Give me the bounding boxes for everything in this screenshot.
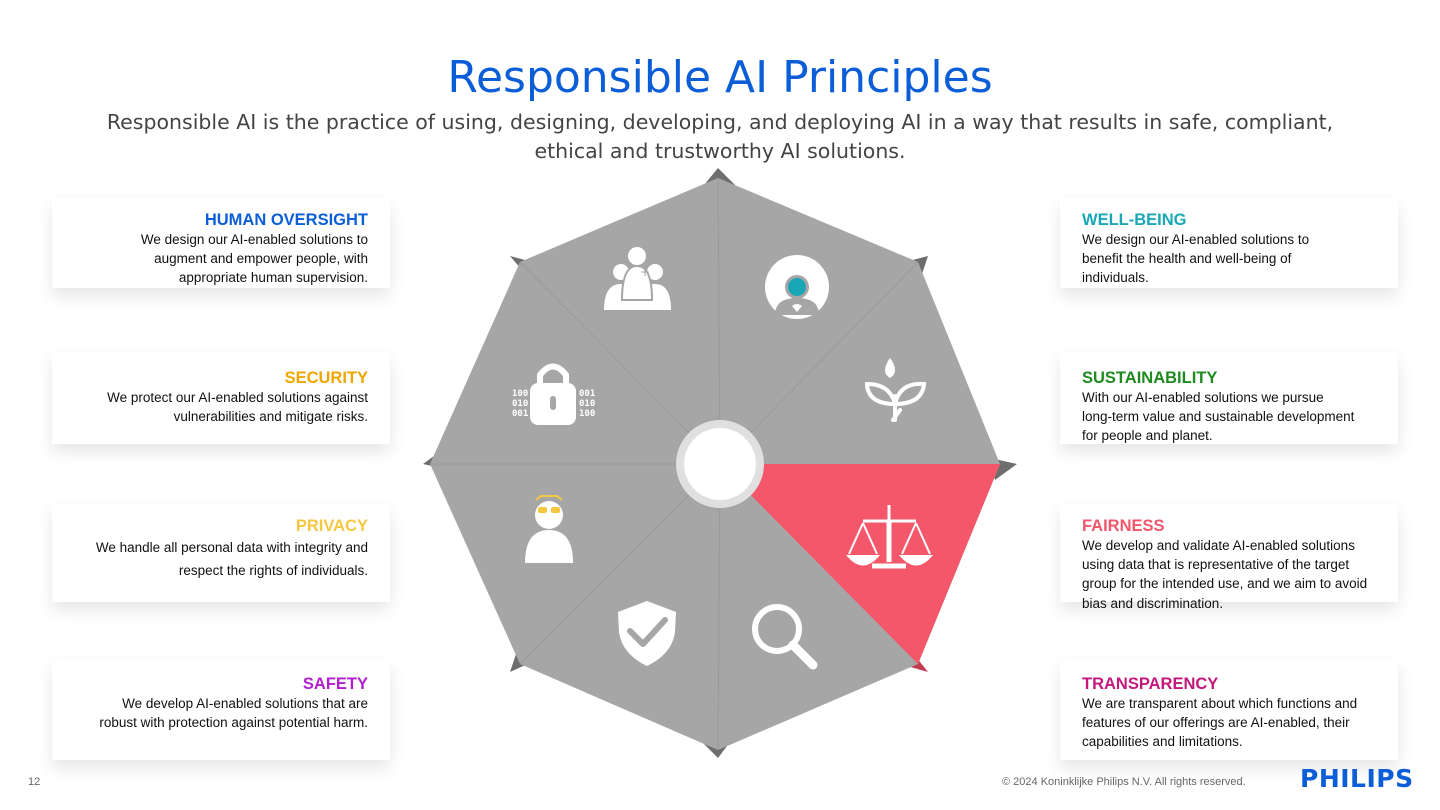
card-title: FAIRNESS: [1082, 517, 1165, 535]
sprout-icon: [864, 358, 927, 422]
card-text: We protect our AI-enabled solutions agai…: [107, 390, 368, 425]
page-title: Responsible AI Principles: [447, 52, 993, 103]
wellbeing-person-icon: [765, 255, 829, 319]
card-title: SAFETY: [302, 675, 368, 693]
card-human-oversight: HUMAN OVERSIGHT We design our AI-enabled…: [52, 198, 390, 288]
svg-text:001: 001: [512, 409, 528, 419]
svg-text:010: 010: [579, 399, 595, 409]
magnifier-icon: [752, 604, 818, 670]
card-title: HUMAN OVERSIGHT: [204, 211, 368, 229]
card-title: SECURITY: [284, 369, 368, 387]
svg-text:001: 001: [579, 389, 595, 399]
wheel-center-inner: [684, 428, 756, 500]
card-transparency: TRANSPARENCY We are transparent about wh…: [1060, 660, 1398, 760]
card-title: TRANSPARENCY: [1082, 675, 1219, 693]
card-text: We develop and validate AI-enabled solut…: [1082, 538, 1368, 611]
card-title: PRIVACY: [295, 517, 368, 535]
card-safety: SAFETY We develop AI-enabled solutions t…: [52, 660, 390, 760]
card-text: We design our AI-enabled solutions to be…: [1082, 232, 1310, 286]
svg-text:+: +: [640, 265, 650, 279]
svg-text:100: 100: [579, 409, 595, 419]
card-privacy: PRIVACY We handle all personal data with…: [52, 504, 390, 602]
incognito-person-icon: [525, 495, 573, 563]
page-subtitle: Responsible AI is the practice of using,…: [106, 110, 1334, 163]
svg-text:100: 100: [512, 389, 528, 399]
scales-icon: [846, 505, 933, 569]
padlock-binary-icon: 100 010 001 001 010 100: [512, 363, 595, 425]
card-well-being: WELL-BEING We design our AI-enabled solu…: [1060, 198, 1398, 288]
card-text: We develop AI-enabled solutions that are…: [99, 696, 368, 731]
card-text: We are transparent about which functions…: [1082, 696, 1358, 750]
card-text: We handle all personal data with integri…: [95, 540, 368, 578]
svg-text:010: 010: [512, 399, 528, 409]
card-text: We design our AI-enabled solutions to au…: [140, 232, 368, 286]
card-security: SECURITY We protect our AI-enabled solut…: [52, 352, 390, 444]
page-number: 12: [28, 776, 41, 788]
philips-logo: PHILIPS: [1300, 764, 1414, 793]
card-title: SUSTAINABILITY: [1082, 369, 1218, 387]
copyright-text: © 2024 Koninklijke Philips N.V. All righ…: [1002, 776, 1246, 788]
card-sustainability: SUSTAINABILITY With our AI-enabled solut…: [1060, 352, 1398, 444]
card-title: WELL-BEING: [1082, 211, 1187, 229]
card-fairness: FAIRNESS We develop and validate AI-enab…: [1060, 504, 1398, 611]
card-text: With our AI-enabled solutions we pursue …: [1082, 390, 1355, 444]
shield-check-icon: [618, 601, 676, 666]
people-icon: +: [604, 247, 671, 310]
